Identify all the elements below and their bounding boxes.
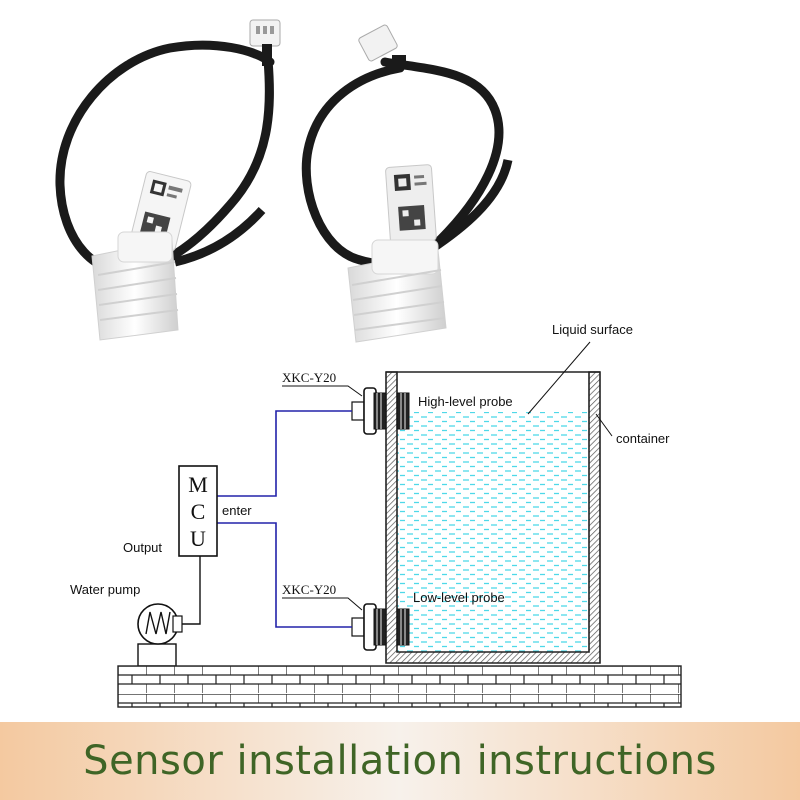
- wire-low-probe: [217, 522, 352, 628]
- banner-title: Sensor installation instructions: [83, 738, 717, 784]
- label-model-top: XKC-Y20: [282, 370, 336, 385]
- wire-high-probe: [217, 410, 352, 497]
- signal-wiring: [217, 410, 352, 628]
- label-output: Output: [123, 540, 162, 555]
- threaded-nut-right: [347, 239, 447, 343]
- label-water-pump: Water pump: [70, 582, 140, 597]
- title-banner: Sensor installation instructions: [0, 722, 800, 800]
- qr-label-right: [385, 164, 437, 244]
- wire-pump: [180, 556, 201, 625]
- mcu-letter-c: C: [191, 499, 206, 524]
- sensor-cable-left: [55, 40, 275, 276]
- sensor-product-left: [55, 19, 281, 341]
- mcu-letter-m: M: [188, 472, 208, 497]
- high-level-probe: [351, 387, 410, 435]
- leader-liquid-surface: [527, 341, 591, 415]
- water-pump: [137, 603, 183, 667]
- label-high-level-probe: High-level probe: [418, 394, 513, 409]
- low-level-probe: [351, 603, 410, 651]
- leader-container: [595, 413, 613, 437]
- banner-background: [0, 722, 800, 800]
- pump-base: [137, 643, 177, 667]
- liquid-fill: [397, 412, 589, 652]
- label-container: container: [616, 431, 670, 446]
- container-vessel: [385, 371, 601, 664]
- mcu-letter-u: U: [190, 526, 206, 551]
- label-low-level-probe: Low-level probe: [413, 590, 505, 605]
- leader-model-bottom: [282, 597, 363, 611]
- sensor-product-right: [301, 24, 513, 343]
- threaded-nut-left: [91, 231, 179, 341]
- mcu-box: M C U: [178, 465, 218, 557]
- label-model-bottom: XKC-Y20: [282, 582, 336, 597]
- connector-right: [358, 24, 398, 62]
- label-enter: enter: [222, 503, 252, 518]
- label-liquid-surface: Liquid surface: [552, 322, 633, 337]
- brick-ground: [117, 665, 682, 708]
- leader-model-top: [282, 385, 363, 397]
